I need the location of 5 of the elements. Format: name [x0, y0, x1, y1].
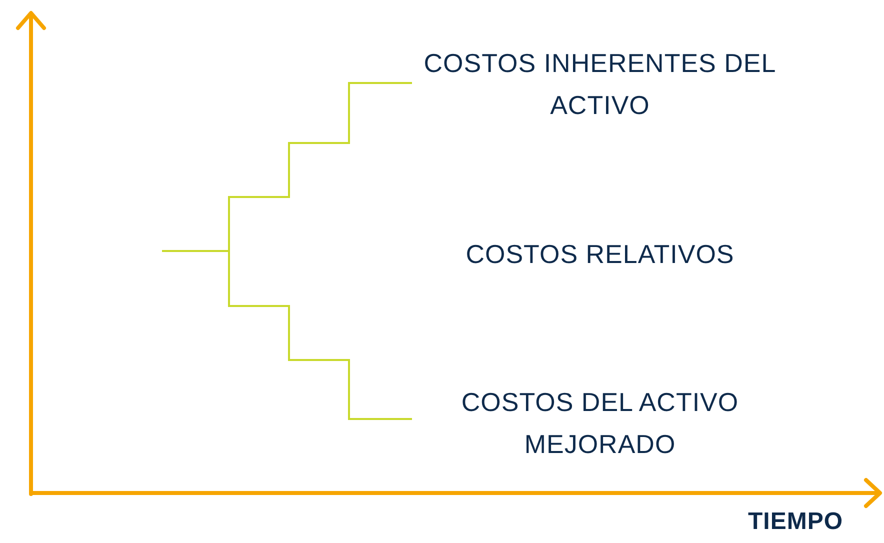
axis-label: TIEMPO — [748, 508, 844, 536]
category-label: COSTOS INHERENTES DEL ACTIVO — [422, 47, 778, 122]
step-line — [162, 250, 412, 420]
category-label: COSTOS DEL ACTIVO MEJORADO — [460, 386, 740, 461]
category-label: COSTOS RELATIVOS — [466, 238, 734, 271]
